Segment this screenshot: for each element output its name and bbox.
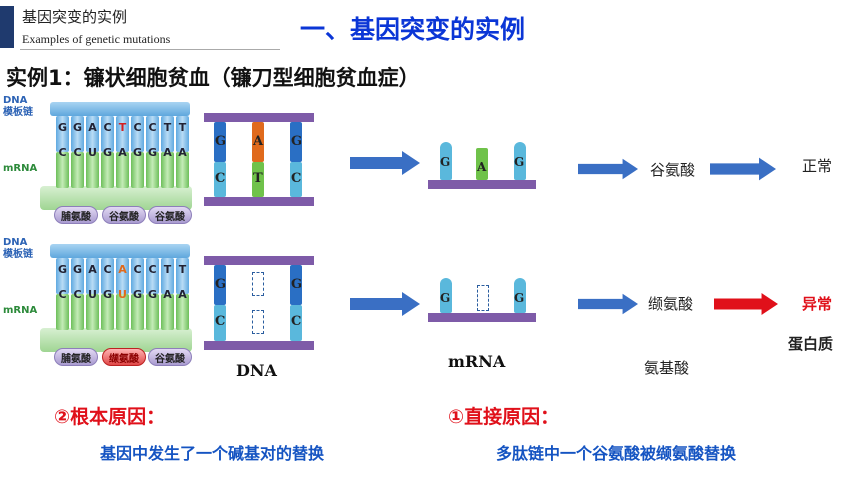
dna-base-letter: T [163,121,172,134]
root-cause-title: ②根本原因： [54,406,166,428]
dna-base-letter: C [133,263,142,276]
dna-caption: DNA [236,361,277,380]
mrna-base-letter: C [73,288,82,301]
root-cause-text: 基因中发生了一个碱基对的替换 [100,444,325,463]
mrna-base-letter: G [147,146,158,159]
mrna-base-letter: A [163,146,172,159]
mrna-base-letter: A [118,146,127,159]
mrna-label: mRNA [3,305,38,316]
normal-result: 正常 [802,157,833,175]
dna-base-letter: T [118,121,127,134]
amino-acid-pill: 谷氨酸 [148,206,192,224]
dna-base-letter: C [148,121,157,134]
section-title: 一、基因突变的实例 [300,15,526,44]
mrna-base-letter: G [102,288,113,301]
mutant-result: 异常 [802,295,833,313]
mrna-base-letter: U [88,288,97,301]
dna-base-letter: T [178,263,187,276]
arrow-right-icon [578,158,638,180]
amino-acid-pill: 谷氨酸 [148,348,192,366]
dna-base-letter: T [178,121,187,134]
mrna-base-letter: G [102,146,113,159]
amino-acid-pill: 谷氨酸 [102,206,146,224]
base-letter: C [291,171,302,186]
dna-base-letter: G [72,121,83,134]
mrna-base-letter: A [178,288,187,301]
amino-acid-pill: 脯氨酸 [54,206,98,224]
dna-label: DNA [3,237,28,248]
mrna-base-letter: G [147,288,158,301]
arrow-right-icon [714,293,778,315]
dna-base-letter: G [57,121,68,134]
dna-base-letter: C [103,263,112,276]
base-letter: G [514,155,525,169]
base-letter: G [215,134,227,149]
example-title: 实例1：镰状细胞贫血（镰刀型细胞贫血症） [6,66,420,90]
mrna-base-letter: C [58,146,67,159]
missing-base-box [252,310,264,334]
dna-backbone [50,244,190,258]
arrow-right-icon [578,293,638,315]
amino-acid-pill: 缬氨酸 [102,348,146,366]
course-subtitle: Examples of genetic mutations [22,32,171,46]
mrna-base-letter: U [118,288,127,301]
dna-base-letter: C [133,121,142,134]
mrna-base-letter: C [73,146,82,159]
dna-base-letter: A [88,263,97,276]
dna-base-letter: A [88,121,97,134]
missing-base-box [252,272,264,296]
header-accent-bar [0,6,14,48]
arrow-right-icon [350,151,420,175]
dna-base-letter: C [148,263,157,276]
arrow-right-icon [710,157,776,181]
template-label: 模板链 [3,249,33,260]
base-letter: C [215,171,226,186]
direct-cause-text: 多肽链中一个谷氨酸被缬氨酸替换 [496,444,737,463]
dna-base-letter: G [72,263,83,276]
mrna-base-letter: A [178,146,187,159]
mrna-base-letter: C [58,288,67,301]
base-letter: G [291,277,303,292]
dna-base-letter: C [103,121,112,134]
base-letter: G [440,155,451,169]
mrna-base-letter: G [132,288,143,301]
dna-label: DNA [3,95,28,106]
base-letter: C [291,314,302,329]
amino-acid-pill: 脯氨酸 [54,348,98,366]
mrna-base-letter: G [132,146,143,159]
mutant-amino-acid: 缬氨酸 [648,295,694,313]
missing-base-box [477,285,489,311]
dna-base-letter: A [118,263,127,276]
base-letter: C [215,314,226,329]
dna-backbone [50,102,190,116]
normal-amino-acid: 谷氨酸 [650,161,696,179]
base-letter: G [291,134,303,149]
template-label: 模板链 [3,107,33,118]
base-letter: G [440,291,451,305]
dna-base-letter: T [163,263,172,276]
mrna-base-letter: A [163,288,172,301]
base-letter: G [514,291,525,305]
mrna-caption: mRNA [448,352,506,371]
dna-base-letter: G [57,263,68,276]
header-divider [20,49,280,50]
direct-cause-title: ①直接原因： [448,406,560,428]
protein-caption: 蛋白质 [788,335,834,353]
arrow-right-icon [350,292,420,316]
base-letter: A [253,134,264,149]
base-letter: G [215,277,227,292]
base-letter: A [477,160,487,174]
base-letter: T [253,171,263,186]
course-title: 基因突变的实例 [22,8,128,26]
amino-acid-caption: 氨基酸 [644,359,690,377]
mrna-base-letter: U [88,146,97,159]
mrna-label: mRNA [3,163,38,174]
